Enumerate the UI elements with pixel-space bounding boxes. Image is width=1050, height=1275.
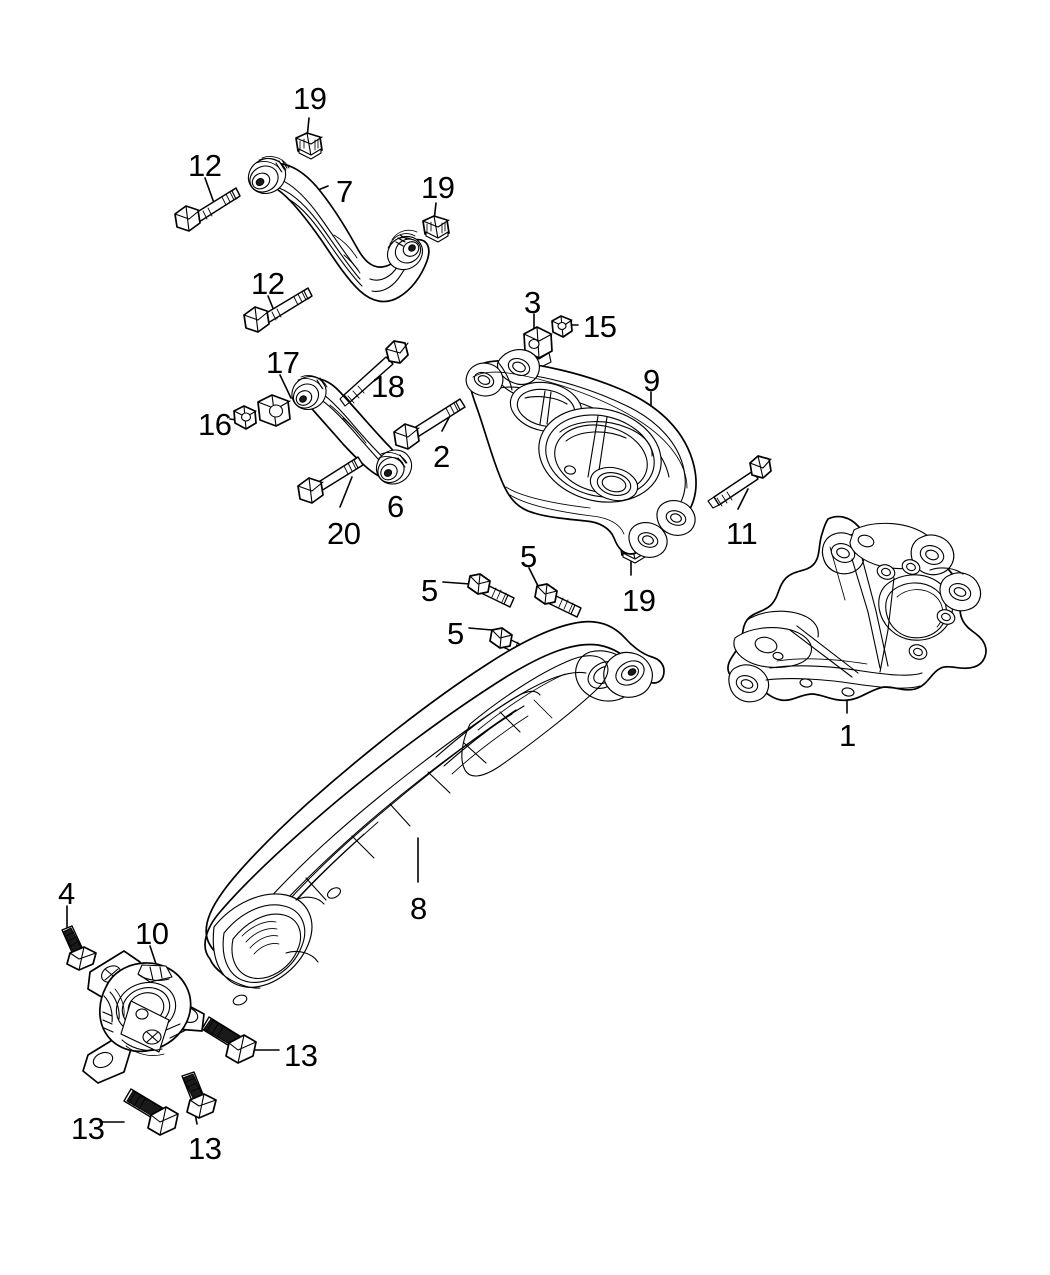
callout-3: 3 — [524, 285, 541, 320]
callout-1: 1 — [839, 718, 856, 753]
callout-13-right: 13 — [284, 1038, 318, 1073]
callout-11: 11 — [726, 516, 758, 551]
part-12-bolt-lower — [243, 287, 313, 333]
part-19-flange-nut-upper-right — [422, 215, 450, 243]
part-19-flange-nut-upper-left — [295, 132, 323, 160]
part-18-bolt — [339, 340, 409, 407]
callout-16: 16 — [198, 407, 232, 442]
callout-5-left: 5 — [421, 573, 438, 608]
callout-7: 7 — [336, 174, 353, 209]
callout-12-lower: 12 — [251, 266, 285, 301]
part-1-rear-knuckle — [727, 515, 987, 703]
part-2-bolt — [393, 398, 466, 450]
part-17-cam-washer — [257, 394, 291, 427]
part-15-nut — [551, 315, 573, 338]
callout-18: 18 — [371, 369, 405, 404]
callout-5-lower: 5 — [447, 616, 464, 651]
part-4-bolt — [61, 925, 97, 971]
callout-19-lower: 19 — [622, 583, 656, 618]
callout-5-upper: 5 — [520, 539, 537, 574]
callout-6: 6 — [387, 489, 404, 524]
callout-10: 10 — [135, 916, 169, 951]
part-13-bolt-left — [123, 1088, 179, 1136]
part-13-bolt-bottom — [181, 1071, 217, 1119]
part-16-nut — [233, 405, 257, 430]
callout-13-left: 13 — [71, 1111, 105, 1146]
callout-17: 17 — [266, 345, 300, 380]
callout-19-upper-right: 19 — [421, 170, 455, 205]
callout-4: 4 — [58, 876, 75, 911]
callout-8: 8 — [410, 891, 427, 926]
callout-15: 15 — [583, 309, 617, 344]
part-7-upper-control-arm — [247, 156, 430, 303]
part-8-trailing-arm — [204, 620, 665, 1006]
part-5-bolt-upper — [534, 583, 582, 618]
part-12-bolt-upper — [174, 187, 241, 232]
callout-2: 2 — [433, 439, 450, 474]
part-10-hub-bearing — [82, 950, 205, 1084]
part-6-toe-link — [291, 375, 413, 485]
callout-20: 20 — [327, 516, 361, 551]
part-9-spring-link-arm — [465, 348, 697, 558]
part-20-bolt — [297, 456, 364, 504]
part-13-bolt-right — [201, 1016, 257, 1064]
part-5-bolt-left — [467, 573, 515, 608]
callout-12-upper: 12 — [188, 148, 222, 183]
callout-9: 9 — [643, 363, 660, 398]
part-11-bolt — [707, 455, 772, 509]
callout-13-bottom: 13 — [188, 1131, 222, 1166]
callout-19-upper-left: 19 — [293, 81, 327, 116]
